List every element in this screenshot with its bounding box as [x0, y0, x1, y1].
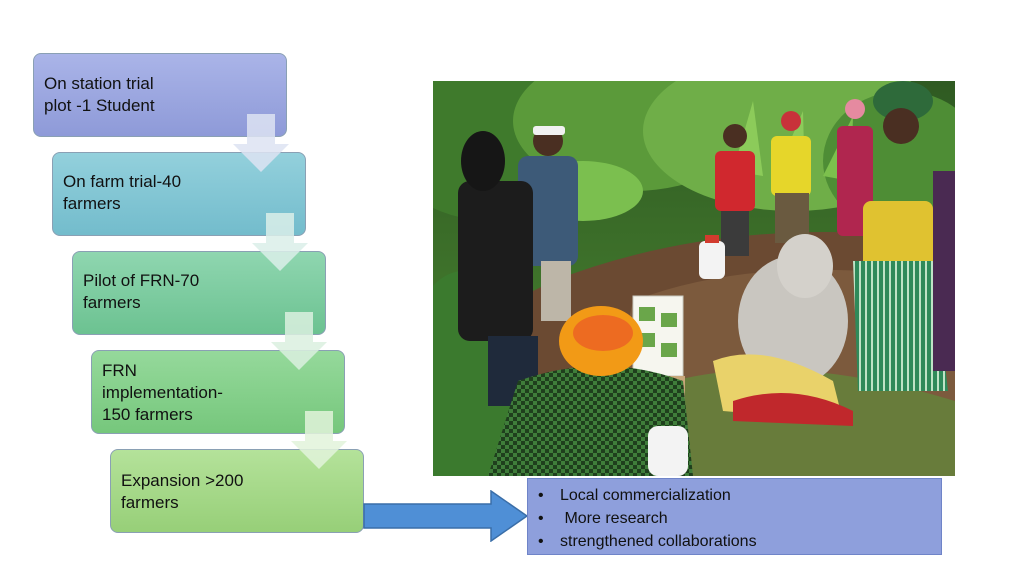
step-label-line: plot -1 Student [44, 96, 155, 115]
outcome-item: More research [536, 507, 941, 530]
down-arrow-icon [271, 312, 327, 370]
step-label-line: implementation- [102, 383, 223, 402]
outcome-item: Local commercialization [536, 484, 941, 507]
outcomes-box: Local commercialization More research st… [527, 478, 942, 555]
farmers-meeting-photo [433, 81, 955, 476]
step-label-line: Expansion >200 [121, 471, 244, 490]
down-arrow-icon [233, 114, 289, 172]
down-arrow-icon [291, 411, 347, 469]
step-label-line: farmers [83, 293, 141, 312]
step-label-line: FRN [102, 361, 137, 380]
step-label-line: farmers [63, 194, 121, 213]
down-arrow-icon [252, 213, 308, 271]
outcome-item: strengthened collaborations [536, 530, 941, 553]
outcomes-list: Local commercialization More research st… [536, 484, 941, 553]
step-label-line: 150 farmers [102, 405, 193, 424]
right-arrow-icon [363, 490, 529, 542]
step-box-on-station-trial: On station trial plot -1 Student [33, 53, 287, 137]
step-label-line: farmers [121, 493, 179, 512]
step-label-line: On farm trial-40 [63, 172, 182, 191]
step-label-line: On station trial [44, 74, 154, 93]
step-label-line: Pilot of FRN-70 [83, 271, 200, 290]
